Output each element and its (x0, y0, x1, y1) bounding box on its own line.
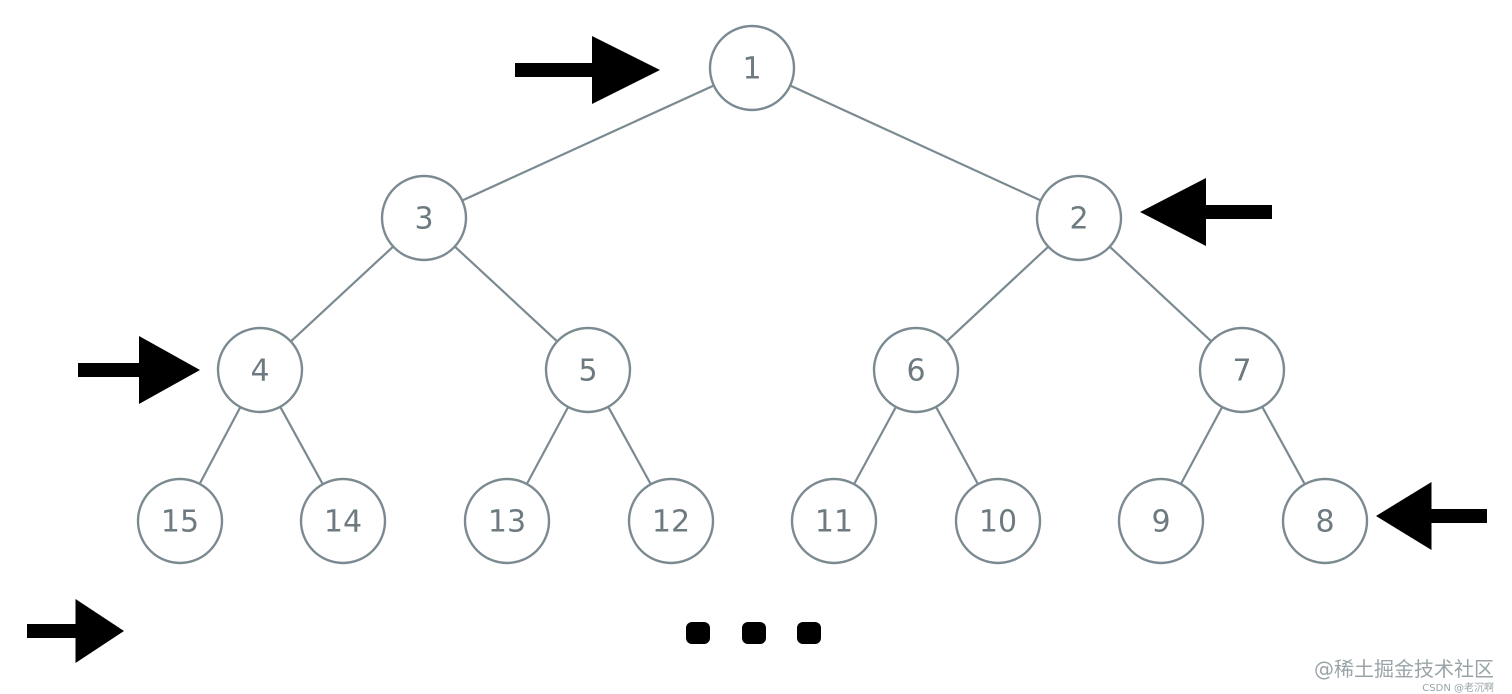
tree-node-label: 8 (1315, 505, 1334, 540)
tree-node: 6 (872, 326, 960, 414)
arrow-level-5-right-arrow-icon (27, 599, 124, 663)
tree-node-label: 4 (250, 354, 269, 389)
tree-node: 4 (216, 326, 304, 414)
tree-edge (1261, 406, 1306, 485)
tree-edge (198, 406, 242, 485)
tree-edge (279, 406, 324, 485)
tree-edge (1108, 245, 1213, 343)
arrow-level-2-left-arrow-icon (1140, 178, 1272, 246)
tree-node-circle (299, 477, 387, 565)
tree-node-label: 5 (578, 354, 597, 389)
tree-node-label: 9 (1151, 505, 1170, 540)
tree-node-label: 12 (652, 505, 690, 540)
tree-node-circle (544, 326, 632, 414)
tree-node-label: 10 (979, 505, 1017, 540)
tree-node-circle (463, 477, 551, 565)
arrow-level-4-left-arrow-icon (1376, 482, 1487, 550)
tree-edge (935, 406, 979, 485)
tree-node: 11 (790, 477, 878, 565)
tree-node-label: 2 (1069, 202, 1088, 237)
tree-edge (789, 84, 1042, 202)
tree-node-circle (708, 24, 796, 112)
tree-node: 14 (299, 477, 387, 565)
arrow-level-3-right-arrow-icon (78, 336, 200, 404)
tree-node-label: 6 (906, 354, 925, 389)
tree-node-circle (1117, 477, 1205, 565)
tree-node: 1 (708, 24, 796, 112)
tree-node: 12 (627, 477, 715, 565)
tree-node: 2 (1035, 174, 1123, 262)
tree-node: 9 (1117, 477, 1205, 565)
tree-node-label: 14 (324, 505, 362, 540)
tree-edge (461, 84, 715, 202)
tree-node-label: 7 (1232, 354, 1251, 389)
tree-edge (945, 245, 1050, 343)
tree-node-circle (954, 477, 1042, 565)
watermark: @稀土掘金技术社区 (1314, 657, 1494, 681)
tree-edge (525, 406, 570, 485)
tree-edge (454, 245, 558, 343)
tree-node-circle (872, 326, 960, 414)
tree-node-circle (216, 326, 304, 414)
tree-edge (290, 245, 394, 343)
watermark-sub: CSDN @老沉啊 (1422, 683, 1494, 694)
traversal-arrows (27, 36, 1487, 663)
tree-edge (853, 406, 897, 485)
tree-node: 8 (1281, 477, 1369, 565)
tree-node-circle (136, 477, 224, 565)
tree-node-circle (1281, 477, 1369, 565)
tree-node: 13 (463, 477, 551, 565)
tree-node-circle (380, 174, 468, 262)
tree-node-circle (1198, 326, 1286, 414)
tree-node-circle (790, 477, 878, 565)
tree-node-label: 3 (414, 202, 433, 237)
tree-node: 5 (544, 326, 632, 414)
tree-node-label: 15 (161, 505, 199, 540)
tree-node-label: 1 (742, 52, 761, 87)
tree-edge (1179, 406, 1224, 485)
tree-node-label: 11 (815, 505, 853, 540)
tree-node: 7 (1198, 326, 1286, 414)
arrow-level-1-right-arrow-icon (515, 36, 660, 104)
ellipsis-dot (686, 622, 710, 644)
tree-edges (198, 84, 1306, 485)
tree-node: 15 (136, 477, 224, 565)
tree-node-label: 13 (488, 505, 526, 540)
tree-node: 3 (380, 174, 468, 262)
tree-node: 10 (954, 477, 1042, 565)
ellipsis-dot (797, 622, 821, 644)
tree-edge (607, 406, 652, 485)
ellipsis-dot (742, 622, 766, 644)
tree-node-circle (627, 477, 715, 565)
ellipsis (686, 622, 821, 644)
tree-node-circle (1035, 174, 1123, 262)
